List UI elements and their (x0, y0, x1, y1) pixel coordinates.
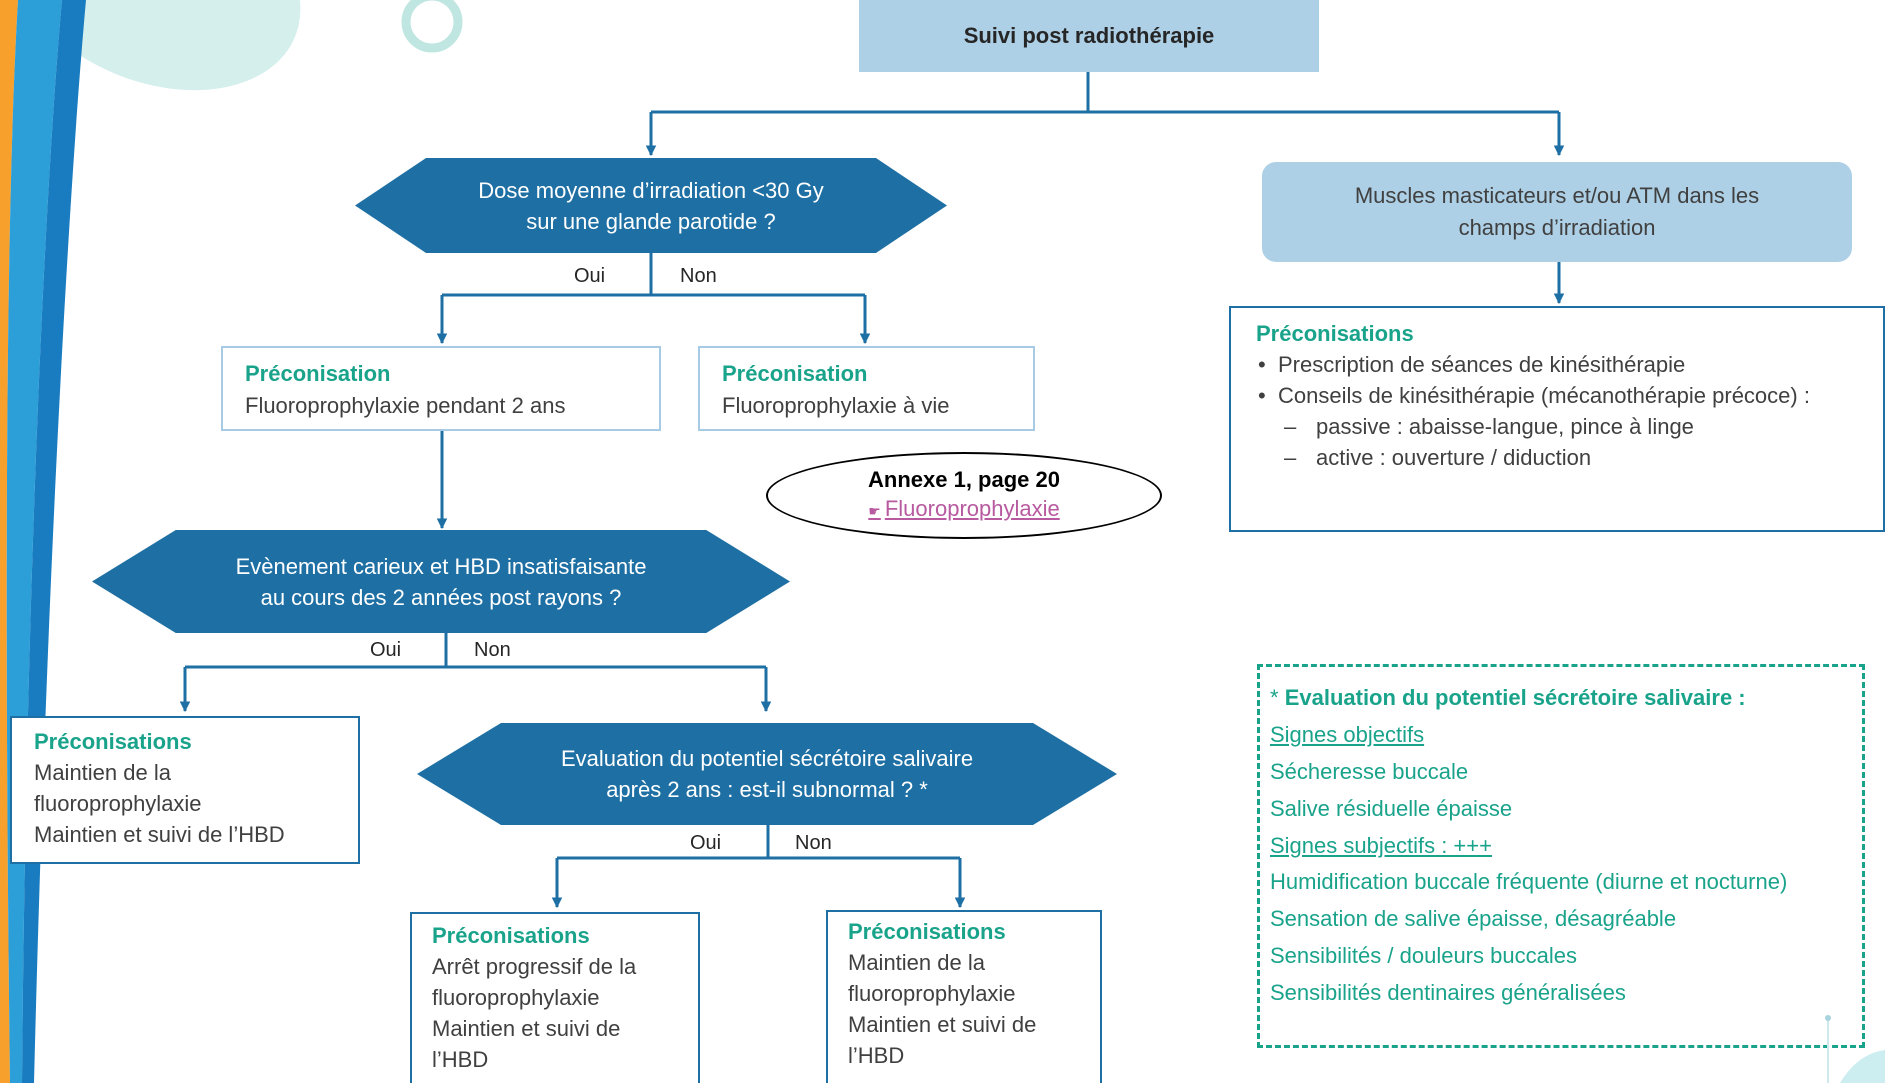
recommendation-line: Maintien de la (848, 950, 985, 975)
decision-text-line: après 2 ans : est-il subnormal ? * (606, 777, 928, 802)
recommendation-heading: Préconisations (848, 919, 1006, 944)
title-text: Suivi post radiothérapie (963, 23, 1215, 48)
recommendation-line: fluoroprophylaxie (34, 791, 202, 816)
annex-link-text[interactable]: Fluoroprophylaxie (884, 496, 1060, 521)
branch-label-yes: Oui (690, 832, 722, 854)
recommendation-line: l’HBD (848, 1043, 905, 1068)
recommendation-line: Maintien et suivi de l’HBD (34, 822, 285, 847)
title-box: Suivi post radiothérapie (859, 0, 1319, 72)
list-item: Conseils de kinésithérapie (mécanothérap… (1256, 380, 1869, 411)
recommendation-line: l’HBD (432, 1047, 489, 1072)
recommendation-heading: Préconisations (34, 729, 192, 754)
sign-item: Salive résiduelle épaisse (1270, 796, 1513, 821)
decision-text-line: Evènement carieux et HBD insatisfaisante (235, 553, 647, 579)
muscles-text-line: champs d’irradiation (1458, 215, 1656, 240)
salivary-heading: * Evaluation du potentiel sécrétoire sal… (1270, 679, 1862, 716)
recommendation-line: fluoroprophylaxie (432, 985, 600, 1010)
salivary-evaluation-box: * Evaluation du potentiel sécrétoire sal… (1257, 664, 1865, 1048)
recommendation-list: Prescription de séances de kinésithérapi… (1256, 349, 1869, 473)
recommendation-line: Fluoroprophylaxie pendant 2 ans (245, 393, 566, 418)
objective-signs-label: Signes objectifs (1270, 722, 1425, 747)
recommendation-line: Maintien et suivi de (432, 1016, 621, 1041)
subjective-signs-label: Signes subjectifs : +++ (1270, 833, 1492, 858)
list-sub-item: active : ouverture / diduction (1256, 442, 1869, 473)
decision-text-line: Dose moyenne d’irradiation <30 Gy (478, 177, 824, 203)
annex-title: Annexe 1, page 20 (868, 467, 1060, 492)
recommendation-heading: Préconisations (432, 923, 590, 948)
recommendation-box-progressive-stop: Préconisations Arrêt progressif de la fl… (410, 912, 700, 1083)
decorative-corner (1825, 1015, 1885, 1083)
recommendation-line: Fluoroprophylaxie à vie (722, 393, 950, 418)
list-sub-item: passive : abaisse-langue, pince à linge (1256, 411, 1869, 442)
sign-item: Sécheresse buccale (1270, 759, 1469, 784)
recommendation-line: Maintien de la (34, 760, 171, 785)
recommendation-heading: Préconisations (1256, 321, 1414, 346)
recommendation-line: Arrêt progressif de la (432, 954, 637, 979)
muscles-condition-box: Muscles masticateurs et/ou ATM dans les … (1262, 162, 1852, 262)
recommendation-heading: Préconisation (722, 361, 868, 386)
list-item: Prescription de séances de kinésithérapi… (1256, 349, 1869, 380)
recommendation-box-maintain: Préconisations Maintien de la fluoroprop… (10, 716, 360, 864)
decision-text-line: Evaluation du potentiel sécrétoire saliv… (560, 746, 974, 771)
decision-carious-event: Evènement carieux et HBD insatisfaisante… (92, 530, 790, 633)
branch-label-no: Non (795, 832, 832, 854)
decision-salivary-potential: Evaluation du potentiel sécrétoire saliv… (417, 723, 1117, 825)
decision-text-line: sur une glande parotide ? (526, 208, 776, 234)
asterisk: * (1270, 685, 1279, 710)
branch-label-no: Non (680, 265, 717, 287)
decision-irradiation-dose: Dose moyenne d’irradiation <30 Gy sur un… (355, 158, 947, 253)
recommendation-heading: Préconisation (245, 361, 391, 386)
decision-text-line: au cours des 2 années post rayons ? (260, 584, 622, 610)
recommendation-line: fluoroprophylaxie (848, 981, 1016, 1006)
salivary-heading-text: Evaluation du potentiel sécrétoire saliv… (1284, 685, 1746, 710)
sign-item: Sensibilités / douleurs buccales (1270, 943, 1577, 968)
annex-reference: Annexe 1, page 20 ☛Fluoroprophylaxie (766, 452, 1162, 539)
muscles-recommendation-box: Préconisations Prescription de séances d… (1229, 306, 1885, 532)
recommendation-box-two-years: Préconisation Fluoroprophylaxie pendant … (221, 346, 661, 431)
branch-label-no: Non (474, 639, 511, 661)
sign-item: Sensation de salive épaisse, désagréable (1270, 906, 1677, 931)
pointing-hand-icon: ☛ (868, 503, 881, 519)
recommendation-box-maintain-subnormal: Préconisations Maintien de la fluoroprop… (826, 910, 1102, 1083)
recommendation-line: Maintien et suivi de (848, 1012, 1037, 1037)
branch-label-yes: Oui (370, 639, 402, 661)
muscles-text-line: Muscles masticateurs et/ou ATM dans les (1354, 183, 1760, 208)
recommendation-box-lifetime: Préconisation Fluoroprophylaxie à vie (698, 346, 1035, 431)
sign-item: Sensibilités dentinaires généralisées (1270, 980, 1626, 1005)
annex-link[interactable]: ☛Fluoroprophylaxie (868, 494, 1059, 526)
sign-item: Humidification buccale fréquente (diurne… (1270, 869, 1788, 894)
branch-label-yes: Oui (574, 265, 606, 287)
